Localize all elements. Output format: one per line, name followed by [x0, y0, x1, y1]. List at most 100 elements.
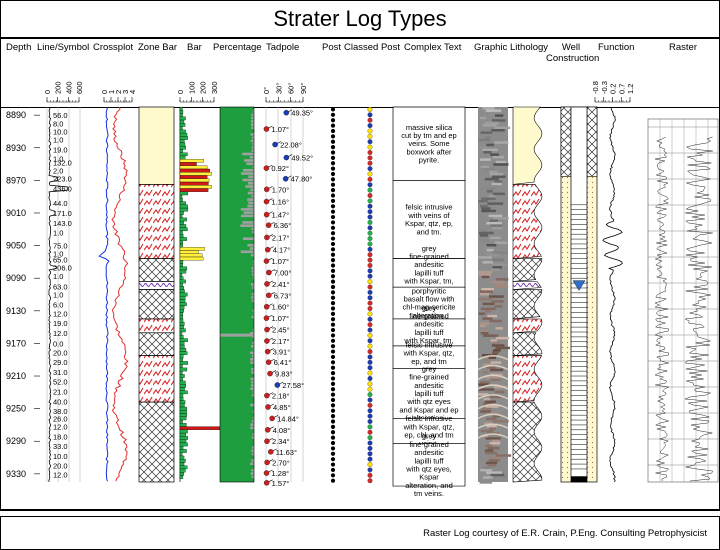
classed-post-dot — [367, 370, 373, 376]
classed-post-dot — [367, 128, 373, 134]
zone-interval — [138, 106, 175, 185]
graphic-texture — [482, 371, 489, 374]
line-value-label: 75.0 — [53, 242, 68, 251]
tadpole-label: 11.63° — [276, 448, 297, 457]
tadpole-label: 1.07° — [271, 125, 289, 134]
percentage-gray — [251, 113, 254, 117]
graphic-band — [477, 374, 509, 380]
classed-post-dot — [367, 376, 373, 381]
footer-box: Raster Log courtesy of E.R. Crain, P.Eng… — [0, 516, 720, 550]
complex-text-line: lapilli tuff — [414, 389, 444, 398]
graphic-texture — [495, 336, 510, 340]
graphic-texture — [484, 177, 499, 181]
post-dot — [330, 209, 336, 214]
graphic-texture — [495, 346, 510, 350]
tadpole-label: 1.16° — [271, 198, 289, 207]
header-classed-post: Classed Post — [344, 42, 400, 53]
water-level-marker — [572, 280, 586, 291]
header-depth: Depth — [6, 42, 32, 53]
graphic-texture — [489, 173, 504, 176]
classed-post-dot — [367, 359, 373, 365]
graphic-texture — [488, 214, 503, 218]
graphic-texture — [482, 168, 498, 171]
zone-interval — [138, 258, 175, 282]
percentage-gray — [252, 433, 254, 436]
post-dot — [330, 155, 336, 160]
tadpole-label: 2.45° — [272, 326, 290, 335]
line-value-label: 31.0 — [53, 368, 68, 377]
bar-mark — [179, 126, 183, 130]
graphic-band — [477, 384, 509, 390]
percentage-gray — [251, 116, 254, 120]
bar-mark — [179, 168, 210, 173]
classed-post-dot — [367, 397, 373, 403]
graphic-texture — [480, 429, 494, 433]
lithology-interval — [512, 106, 543, 185]
graphic-texture — [485, 451, 497, 455]
bar-mark — [179, 266, 188, 271]
bar-mark — [179, 204, 189, 209]
post-dot — [330, 349, 336, 354]
graphic-texture — [485, 437, 501, 440]
header-bar: Bar — [187, 42, 202, 53]
post-dot — [330, 284, 336, 290]
classed-post-dot — [367, 112, 373, 118]
percentage-gray — [252, 273, 254, 276]
tadpole-head — [264, 459, 270, 466]
percentage-gray — [251, 270, 254, 273]
graphic-texture — [480, 322, 490, 325]
post-dot — [330, 381, 336, 386]
post-dot — [330, 257, 336, 263]
post-dot — [330, 306, 336, 311]
complex-text-line: felsic intrusive — [405, 203, 452, 212]
bar-mark — [179, 338, 188, 342]
post-dot — [330, 440, 336, 446]
bar-mark — [179, 201, 186, 205]
bar-mark — [179, 429, 188, 434]
classed-post-dot — [367, 472, 373, 478]
post-dot — [330, 354, 336, 360]
tadpole-label: 0.92° — [271, 164, 289, 173]
percentage-gray — [250, 358, 254, 361]
line-value-label: 40.0 — [53, 397, 68, 406]
graphic-texture — [480, 380, 491, 384]
percentage-gray — [248, 182, 254, 185]
zone-interval — [138, 281, 175, 290]
complex-text-line: lapilli tuff — [414, 268, 444, 277]
raster-image — [647, 118, 719, 483]
percentage-gray — [250, 139, 254, 143]
line-value-label: 1.0 — [53, 291, 63, 300]
complex-text-line: lapilli tuff — [414, 328, 444, 337]
post-dot — [330, 220, 336, 225]
percentage-gray — [251, 195, 254, 198]
bar-mark — [179, 393, 184, 398]
percentage-gray — [252, 110, 254, 113]
post-dot — [330, 451, 336, 456]
graphic-texture — [479, 292, 489, 296]
log-tracks: 8890893089709010905090909130917092109250… — [6, 106, 719, 498]
post-dot — [330, 274, 336, 279]
percentage-gray — [252, 263, 254, 267]
classed-post-dot — [367, 451, 373, 457]
complex-text-line: Kspar — [419, 473, 439, 482]
post-dot — [330, 295, 336, 300]
bar-scale-tick-label: 0 — [176, 90, 185, 94]
graphic-band — [477, 433, 509, 439]
graphic-texture — [481, 197, 496, 200]
tadpole-label: 1.57° — [272, 479, 290, 488]
post-dot — [330, 322, 336, 327]
post-dot — [330, 247, 336, 252]
tadpole-label: 4.85° — [273, 403, 291, 412]
graphic-texture — [495, 160, 507, 164]
bar-mark — [179, 410, 187, 414]
bar-mark — [179, 455, 185, 460]
bar-mark — [179, 452, 183, 457]
complex-text-line: tm veins. — [414, 489, 444, 498]
bar-mark — [179, 377, 183, 382]
well-seal-left — [560, 106, 572, 177]
graphic-texture — [487, 446, 500, 450]
bar-mark — [179, 273, 183, 277]
classed-post-dot — [367, 176, 373, 182]
func-scale-tick-label: 0.2 — [609, 84, 618, 94]
bar-mark — [179, 221, 184, 225]
